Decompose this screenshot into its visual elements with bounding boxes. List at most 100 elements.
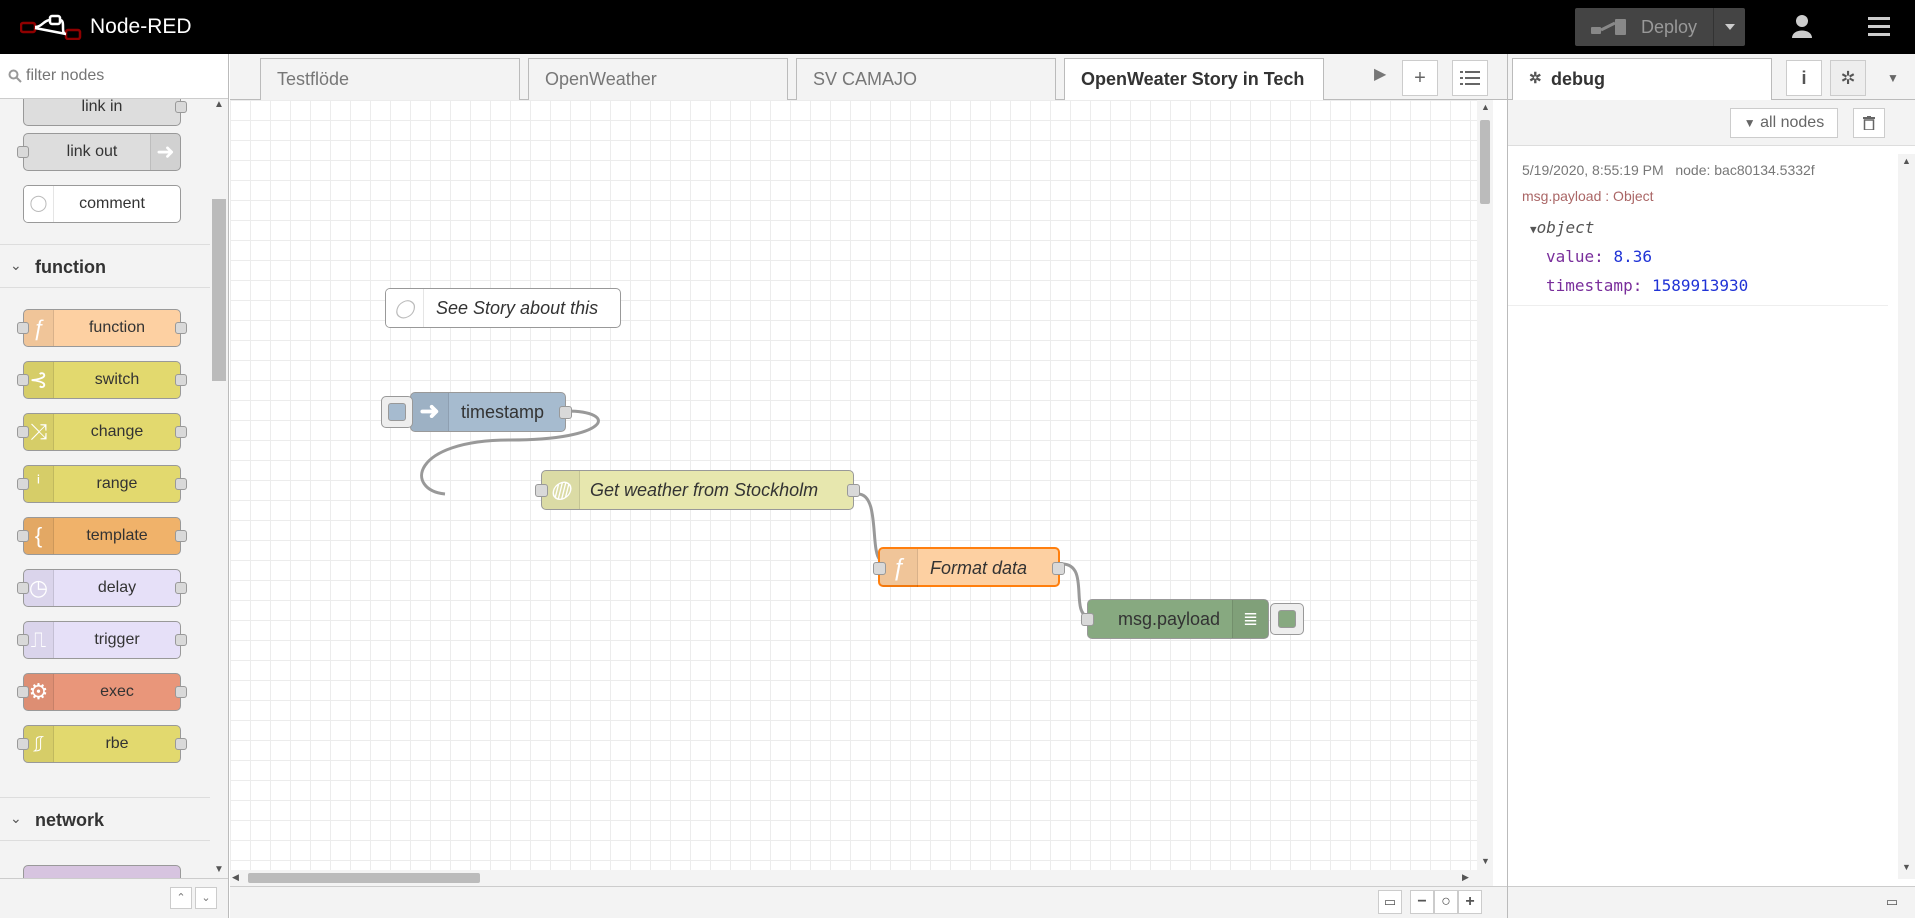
canvas-horizontal-scrollbar[interactable]: ◀ ▶ [230,870,1493,886]
tab-label: OpenWeather [545,69,657,89]
category-label: network [35,810,105,830]
object-toggle[interactable]: ▼object [1530,218,1594,237]
deploy-icon [1591,19,1626,35]
user-icon [1792,15,1812,38]
input-port [17,686,29,698]
function-node-format-data[interactable]: ƒ Format data [873,547,1065,587]
trigger-icon: ⎍ [24,622,54,658]
palette-scroll-thumb[interactable] [212,199,226,381]
chevron-down-icon: ⌄ [10,810,22,826]
category-function-header[interactable]: ⌄ function [0,244,210,288]
palette-node-range[interactable]: ⁱ range [17,465,187,503]
tab-sv-camajo[interactable]: SV CAMAJO [796,58,1056,100]
range-icon: ⁱ [24,466,54,502]
palette-node-comment[interactable]: ◯ comment [23,185,181,223]
debug-message[interactable]: 5/19/2020, 8:55:19 PM node: bac80134.533… [1508,154,1888,306]
palette-node-link-out[interactable]: link out ➜ [17,133,181,171]
cog-icon: ⚙ [24,674,54,710]
expand-all-button[interactable]: ⌄ [195,887,217,909]
clear-debug-button[interactable] [1853,108,1885,138]
palette-node-label: rbe [105,735,129,752]
function-icon: ƒ [880,549,918,587]
input-port[interactable] [873,562,886,575]
tab-testflode[interactable]: Testflöde [260,58,520,100]
canvas-vscroll-thumb[interactable] [1480,120,1490,204]
debug-scrollbar[interactable]: ▲ ▼ [1898,154,1915,879]
output-port [175,374,187,386]
palette-node-rbe[interactable]: ⎎ rbe [17,725,187,763]
filter-all-nodes-button[interactable]: ▼ all nodes [1730,108,1838,138]
node-label: msg.payload [1118,609,1221,629]
canvas-vertical-scrollbar[interactable]: ▲ ▼ [1477,100,1493,870]
info-tab-button[interactable]: i [1786,60,1822,96]
category-label: function [35,257,106,277]
link-out-icon: ➜ [150,134,180,170]
palette-node-function[interactable]: ƒ function [17,309,187,347]
output-port [175,634,187,646]
user-menu-button[interactable] [1780,8,1824,46]
main-menu-button[interactable] [1856,8,1900,46]
deploy-button[interactable]: Deploy [1575,8,1745,46]
scroll-left-icon: ◀ [232,872,239,882]
palette-node-partial[interactable] [23,865,181,878]
deploy-options-button[interactable] [1713,8,1745,46]
palette-node-exec[interactable]: ⚙ exec [17,673,187,711]
output-port [175,478,187,490]
palette-node-link-in[interactable]: link in [23,99,187,126]
wire-timestamp-to-weather [420,409,600,496]
debug-toggle-button[interactable] [1270,603,1304,635]
palette-node-switch[interactable]: ⊰ switch [17,361,187,399]
input-port [17,634,29,646]
input-port [17,374,29,386]
hamburger-icon [1868,17,1890,36]
palette-scrollbar[interactable]: ▲ ▼ [211,99,228,878]
list-flows-button[interactable] [1452,60,1488,96]
sidebar-menu-button[interactable]: ▼ [1887,71,1899,85]
canvas-hscroll-thumb[interactable] [248,873,480,883]
debug-tab-button[interactable]: ✲ [1830,60,1866,96]
palette-node-label: trigger [94,631,140,648]
palette-node-trigger[interactable]: ⎍ trigger [17,621,187,659]
palette-node-delay[interactable]: ◷ delay [17,569,187,607]
switch-icon: ⊰ [24,362,54,398]
output-port[interactable] [1052,562,1065,575]
sidebar-footer: ▭ [1508,886,1915,918]
comment-node[interactable]: ◯ See Story about this [385,288,621,328]
navigator-button[interactable]: ▭ [1378,890,1402,914]
arrow-right-icon: ➜ [411,393,449,431]
palette-node-change[interactable]: ⤨ change [17,413,187,451]
flow-canvas[interactable]: ◯ See Story about this ➜ timestamp ◍ Get… [230,100,1477,886]
output-port [175,582,187,594]
scroll-down-icon: ▼ [214,864,224,875]
palette-node-template[interactable]: { template [17,517,187,555]
output-port[interactable] [559,406,572,419]
tab-label: OpenWeater Story in Tech [1081,69,1305,89]
debug-node-msg-payload[interactable]: msg.payload ≣ [1081,599,1304,639]
output-port[interactable] [847,484,860,497]
scroll-up-icon: ▲ [1902,156,1911,166]
category-network-header[interactable]: ⌄ network [0,797,210,841]
palette-filter-input[interactable] [26,64,221,88]
input-port[interactable] [1081,613,1094,626]
palette-node-label: link out [66,143,118,160]
tab-openweather[interactable]: OpenWeather [528,58,788,100]
open-debug-window-button[interactable]: ▭ [1885,894,1899,909]
bug-icon: ✲ [1840,68,1856,88]
palette-footer: ⌃ ⌄ [0,878,228,918]
collapse-all-button[interactable]: ⌃ [170,887,192,909]
tab-scroll-right-icon[interactable]: ▶ [1374,66,1387,83]
http-request-node-weather[interactable]: ◍ Get weather from Stockholm [535,470,860,510]
zoom-in-button[interactable]: + [1458,890,1482,914]
tab-openweater-story[interactable]: OpenWeater Story in Tech [1064,58,1324,101]
inject-button[interactable] [381,396,413,428]
output-port [175,101,187,113]
prop-value: 8.36 [1613,247,1652,266]
zoom-reset-button[interactable]: ○ [1434,890,1458,914]
add-flow-button[interactable]: + [1402,60,1438,96]
comment-icon: ◯ [24,186,54,222]
node-red-logo-icon [20,14,82,40]
sidebar-tab-debug[interactable]: ✲ debug [1512,58,1772,101]
zoom-out-button[interactable]: − [1410,890,1434,914]
inject-node-timestamp[interactable]: ➜ timestamp [381,392,572,432]
input-port[interactable] [535,484,548,497]
